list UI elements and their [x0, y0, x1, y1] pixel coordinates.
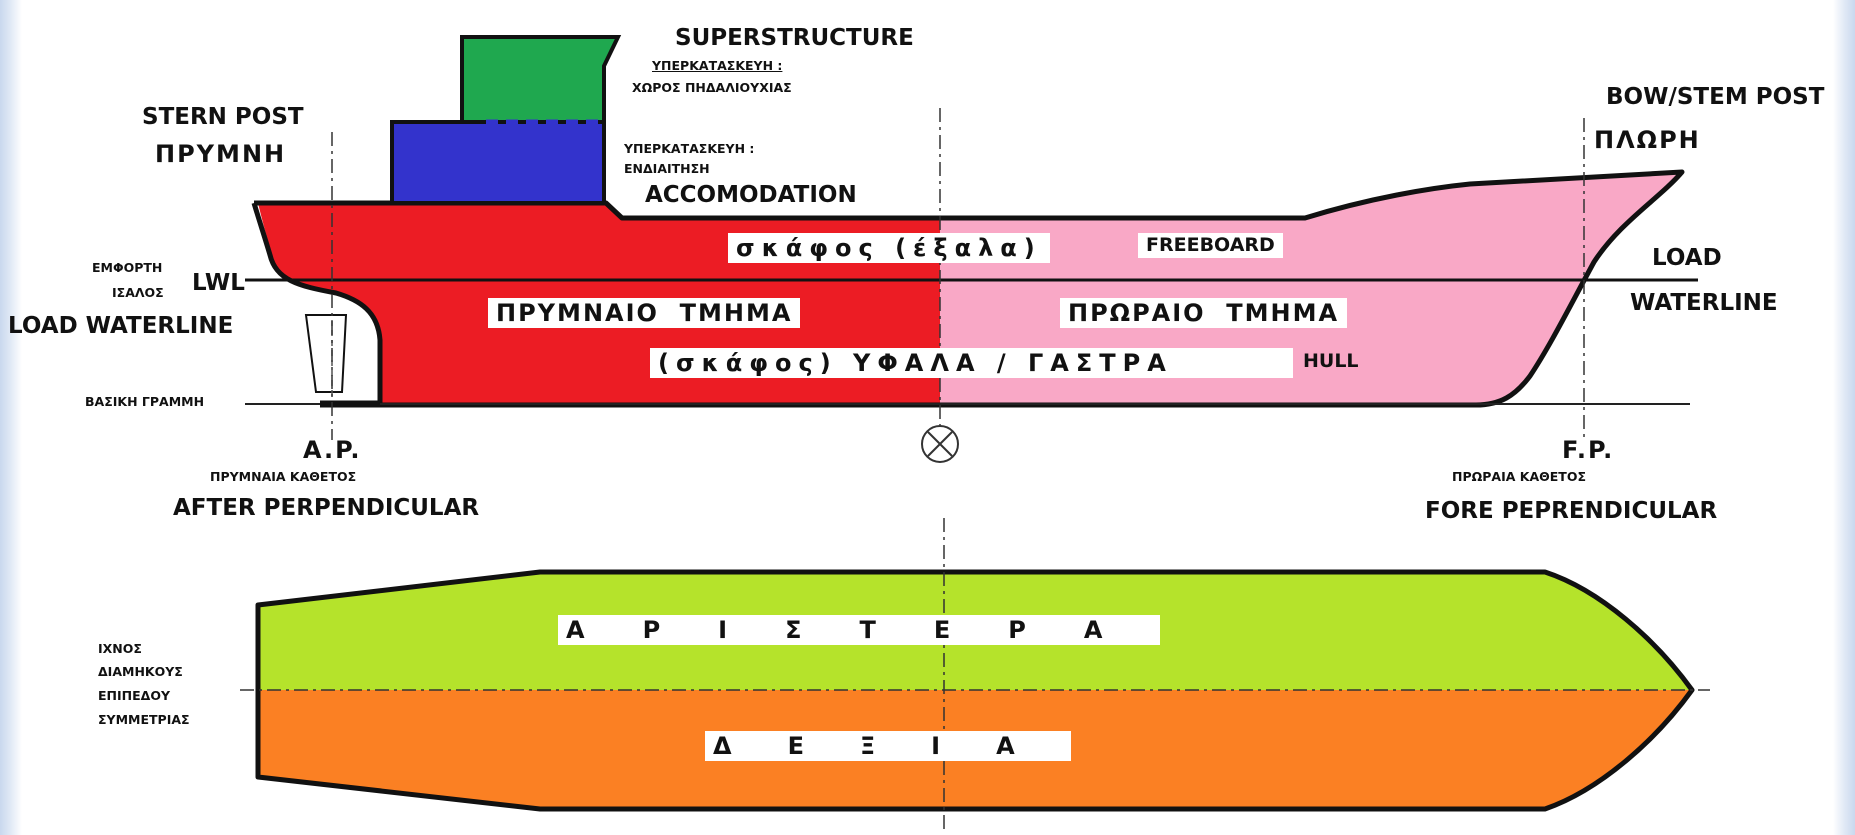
bow-gr-label: ΠΛΩΡΗ: [1594, 126, 1701, 154]
load-waterline-left-label: LOAD WATERLINE: [8, 313, 234, 339]
fore-hull: [940, 173, 1682, 404]
fore-section-label: ΠΡΩΡΑΙΟ ΤΜΗΜΑ: [1060, 298, 1348, 328]
port-label: ΑΡΙΣΤΕΡΑ: [558, 615, 1161, 645]
hull-label: HULL: [1303, 350, 1359, 372]
stern-post-label: STERN POST: [142, 104, 304, 130]
accommodation-label: ACCOMODATION: [645, 182, 857, 208]
accommodation-block: [390, 120, 606, 205]
superstructure-gr-label-2: ΧΩΡΟΣ ΠΗΔΑΛΙΟΥΧΙΑΣ: [632, 80, 792, 95]
rudder: [304, 314, 348, 393]
lwl-label: LWL: [192, 270, 245, 296]
centerline-gr-label-1: ΙΧΝΟΣ: [98, 641, 142, 656]
aft-section-label: ΠΡΥΜΝΑΙΟ ΤΜΗΜΑ: [488, 298, 801, 328]
bow-stem-post-label: BOW/STEM POST: [1606, 84, 1825, 110]
waterline-right-label: WATERLINE: [1630, 290, 1778, 316]
lwl-gr-label-2: ΙΣΑΛΟΣ: [112, 285, 164, 300]
superstructure-gr-label-1: ΥΠΕΡΚΑΤΑΣΚΕΥΗ :: [652, 58, 783, 73]
fp-label: F.P.: [1562, 436, 1615, 464]
centerline-gr-label-3: ΕΠΙΠΕΔΟΥ: [98, 688, 171, 703]
freeboard-gr-label: σκάφος (έξαλα): [728, 233, 1050, 263]
stern-gr-label: ΠΡΥΜΝΗ: [155, 140, 287, 168]
lwl-gr-label-1: ΕΜΦΟΡΤΗ: [92, 260, 163, 275]
starboard-label: ΔΕΞΙΑ: [705, 731, 1071, 761]
superstructure-block: [460, 35, 622, 124]
midship-symbol: [921, 425, 959, 463]
centerline-gr-label-4: ΣΥΜΜΕΤΡΙΑΣ: [98, 712, 190, 727]
hull-gr-label: (σκάφος) ΥΦΑΛΑ / ΓΑΣΤΡΑ: [650, 348, 1293, 378]
ap-label: A.P.: [303, 436, 362, 464]
fp-gr-label: ΠΡΩΡΑΙΑ ΚΑΘΕΤΟΣ: [1452, 469, 1586, 484]
load-right-label: LOAD: [1652, 245, 1722, 271]
freeboard-label: FREEBOARD: [1138, 233, 1283, 258]
accommodation-gr-label-1: ΥΠΕΡΚΑΤΑΣΚΕΥΗ :: [624, 141, 755, 156]
superstructure-label: SUPERSTRUCTURE: [675, 25, 914, 51]
ap-gr-label: ΠΡΥΜΝΑΙΑ ΚΑΘΕΤΟΣ: [210, 469, 357, 484]
accommodation-gr-label-2: ΕΝΔΙΑΙΤΗΣΗ: [624, 161, 710, 176]
ap-en-label: AFTER PERPENDICULAR: [173, 495, 480, 521]
fp-en-label: FORE PEPRENDICULAR: [1425, 498, 1718, 524]
baseline-gr-label: ΒΑΣΙΚΗ ΓΡΑΜΜΗ: [85, 394, 205, 409]
centerline-gr-label-2: ΔΙΑΜΗΚΟΥΣ: [98, 664, 183, 679]
